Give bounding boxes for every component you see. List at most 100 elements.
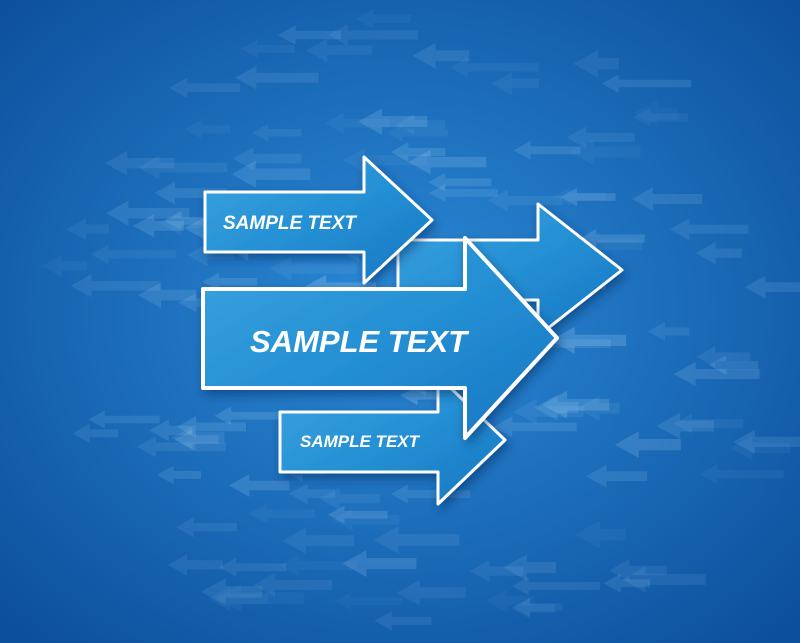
- background-arrow-shape: [408, 149, 487, 175]
- background-arrow-shape: [647, 321, 690, 341]
- background-arrow-shape: [200, 578, 263, 606]
- background-arrow-shape: [673, 361, 760, 387]
- background-arrow-shape: [609, 559, 667, 582]
- background-arrow-shape: [358, 108, 428, 135]
- background-arrow-shape: [202, 272, 257, 292]
- background-arrow-shape: [184, 119, 231, 139]
- background-arrow-shape: [575, 520, 626, 549]
- background-arrow-shape: [450, 57, 539, 78]
- background-arrow-shape: [541, 390, 610, 419]
- background-arrow-shape: [553, 187, 606, 206]
- background-arrow-shape: [511, 597, 556, 619]
- background-arrow-shape: [235, 65, 319, 90]
- background-arrow-shape: [695, 242, 742, 265]
- background-arrow-shape: [373, 526, 460, 554]
- background-arrow-shape: [578, 228, 645, 249]
- background-arrow-shape: [525, 333, 611, 354]
- background-arrow-shape: [72, 423, 119, 443]
- background-arrow-shape: [386, 123, 449, 142]
- background-arrow-shape: [669, 218, 749, 241]
- background-arrow-shape: [168, 77, 241, 98]
- background-arrow-shape: [485, 588, 534, 613]
- background-arrow-shape: [696, 346, 751, 368]
- background-arrow-shape: [252, 123, 302, 142]
- background-arrow-shape: [469, 560, 524, 583]
- background-arrow-shape: [282, 527, 355, 554]
- main-arrow: [201, 236, 559, 440]
- background-arrow-shape: [577, 395, 620, 421]
- background-arrow-shape: [90, 244, 177, 265]
- background-arrow-shape: [219, 557, 287, 577]
- background-arrow-shape: [332, 508, 400, 531]
- background-arrow-shape: [187, 243, 234, 267]
- background-arrow-shape: [334, 592, 403, 611]
- background-arrow-shape: [412, 42, 470, 69]
- background-arrow-shape: [176, 416, 247, 438]
- background-arrow-shape: [708, 355, 759, 375]
- top-arrow: [203, 155, 434, 285]
- background-arrow-shape: [513, 597, 563, 617]
- bottom-arrow: [278, 374, 507, 506]
- background-arrow-shape: [656, 412, 714, 440]
- background-arrow-shape: [231, 160, 311, 188]
- background-arrow-shape: [585, 464, 648, 488]
- background-arrow-shape: [513, 398, 584, 425]
- background-arrow-shape: [491, 72, 539, 95]
- background-arrow-shape: [390, 142, 446, 162]
- background-arrow-shape: [88, 410, 160, 429]
- background-arrow-shape: [503, 554, 556, 581]
- background-arrow-shape: [560, 187, 616, 207]
- background-arrow-shape: [395, 113, 446, 136]
- background-arrow-shape: [175, 517, 237, 538]
- background-arrow-shape: [305, 38, 373, 63]
- background-arrow-shape: [232, 147, 302, 171]
- background-arrow-shape: [550, 326, 627, 354]
- background-arrow-shape: [428, 173, 492, 192]
- background-arrow-shape: [174, 429, 219, 450]
- background-arrow-shape: [214, 406, 279, 426]
- background-arrow-shape: [70, 274, 160, 298]
- background-arrow-shape: [240, 39, 295, 59]
- background-arrow-shape: [105, 200, 190, 226]
- background-arrow-shape: [512, 576, 600, 596]
- background-arrow-shape: [149, 419, 192, 442]
- background-arrow-shape: [138, 155, 228, 180]
- background-arrow-shape: [400, 385, 452, 406]
- bottom-arrow-label: SAMPLE TEXT: [300, 432, 421, 451]
- background-arrow-shape: [633, 107, 689, 128]
- background-arrow-shape: [136, 436, 226, 458]
- background-arrow-shape: [324, 112, 390, 134]
- background-arrow-shape: [66, 217, 110, 241]
- top-arrow-label: SAMPLE TEXT: [223, 213, 357, 234]
- background-arrow-shape: [171, 424, 225, 452]
- main-arrow-label: SAMPLE TEXT: [250, 324, 470, 359]
- background-arrow-shape: [428, 183, 499, 203]
- background-arrow-shape: [396, 579, 466, 606]
- background-arrow-shape: [390, 484, 471, 504]
- background-arrow-shape: [374, 611, 432, 631]
- background-arrow-shape: [513, 140, 581, 160]
- background-arrow-shape: [288, 483, 336, 505]
- background-arrow-shape: [216, 584, 305, 612]
- background-arrow-shape: [156, 465, 202, 485]
- background-arrow-shape: [167, 554, 224, 576]
- background-arrow-shape: [355, 8, 411, 29]
- background-arrow-shape: [327, 505, 388, 524]
- background-arrow-shape: [104, 150, 175, 176]
- background-arrow-shape: [699, 464, 784, 485]
- background-arrow-shape: [601, 74, 692, 93]
- background-arrow-shape: [228, 474, 290, 497]
- background-arrow-shape: [154, 181, 228, 205]
- background-arrow-shape: [277, 25, 342, 46]
- background-arrow-shape: [342, 550, 417, 578]
- background-arrow-shape: [248, 503, 315, 524]
- background-arrow-shape: [487, 189, 563, 212]
- background-arrow-shape: [253, 573, 332, 597]
- background-arrow-shape: [733, 429, 800, 454]
- background-arrow-shape: [622, 566, 706, 593]
- background-arrow-shape: [673, 413, 744, 434]
- background-arrow-shape: [614, 431, 681, 458]
- background-arrow-shape: [279, 554, 357, 577]
- background-arrow-shape: [603, 573, 651, 593]
